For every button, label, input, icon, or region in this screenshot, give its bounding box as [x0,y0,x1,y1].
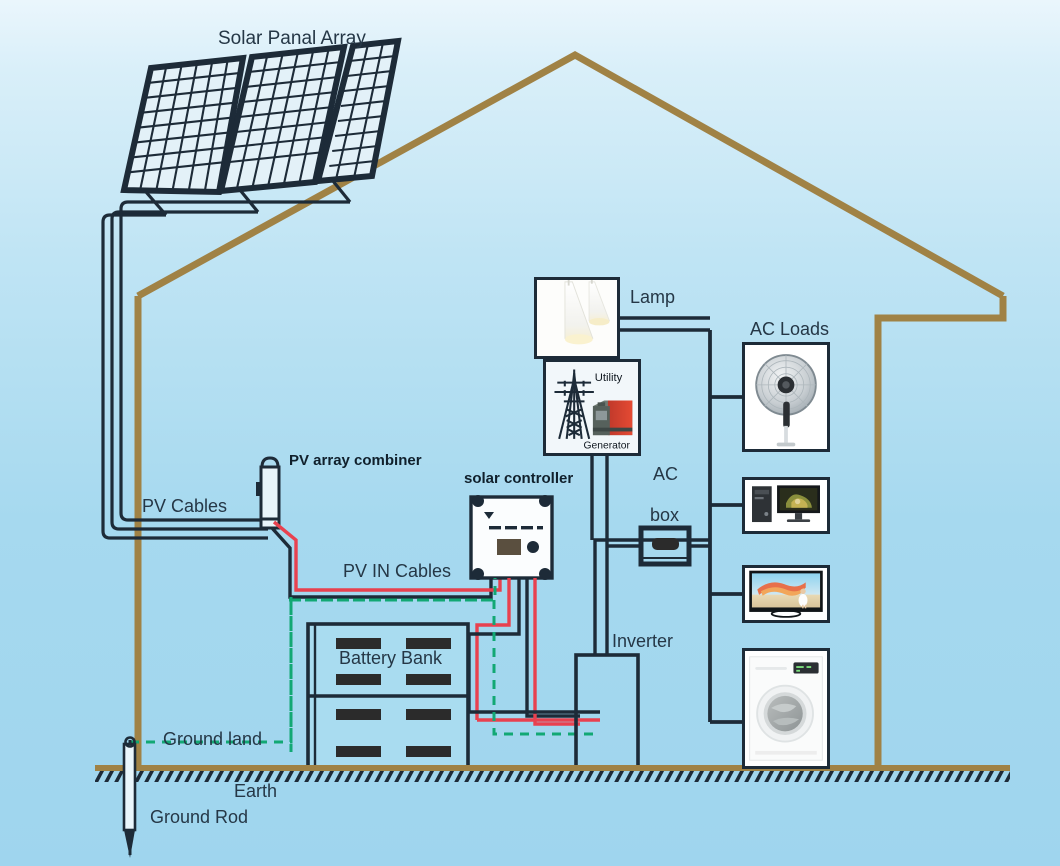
lamp-label: Lamp [630,287,676,307]
generator-icon [592,400,633,436]
generator-caption: Generator [584,440,631,451]
solar-panel-2 [217,43,348,195]
pv-in-cables [270,520,502,599]
ac-loads-label: AC Loads [750,319,830,339]
solar-controller-label: solar controller [464,470,574,487]
battery-bank-label: Battery Bank [339,648,443,668]
ground-wire [130,578,600,752]
lamp-illustration [537,280,617,356]
washing-machine-photo[interactable] [742,648,830,769]
earth-label: Earth [234,781,278,801]
ground-rod-label: Ground Rod [150,807,249,827]
inverter-label: Inverter [612,631,674,651]
page-title: Solar Panal Array [218,28,366,49]
television-photo[interactable] [742,565,830,623]
ground-land-label: Ground land [163,729,263,749]
desktop-computer-illustration [746,480,826,531]
television-illustration [746,568,826,620]
battery-bank[interactable] [306,622,470,771]
utility-generator-illustration: Utility Generator [546,362,638,453]
electric-fan-photo[interactable] [742,342,830,452]
battery-dc-cables [469,710,600,722]
ac-box-label-line1: AC [653,464,679,484]
pv-cables-label: PV Cables [142,496,228,516]
electric-fan-illustration [745,345,827,449]
pv-array-combiner-label: PV array combiner [289,452,422,469]
washing-machine-illustration [745,652,827,765]
pv-array-combiner[interactable] [256,456,281,530]
pv-cables [101,200,350,540]
ac-box[interactable] [606,525,710,567]
solar-panel-array[interactable] [120,37,402,217]
ground-rod[interactable] [122,736,137,859]
transmission-tower-icon [554,369,594,440]
solar-panel-3 [314,37,402,185]
utility-generator-photo[interactable]: Utility Generator [543,359,641,456]
battery-cells [336,638,451,757]
desktop-computer-photo[interactable] [742,477,830,534]
house-outline [134,50,1007,769]
pv-in-cables-label: PV IN Cables [343,561,452,581]
solar-controller[interactable] [469,495,554,580]
utility-caption: Utility [595,372,623,384]
ac-distribution-bus [708,330,742,724]
earth-line [95,765,1010,782]
ac-box-label-line2: box [650,505,680,525]
lamp-photo[interactable] [534,277,620,359]
